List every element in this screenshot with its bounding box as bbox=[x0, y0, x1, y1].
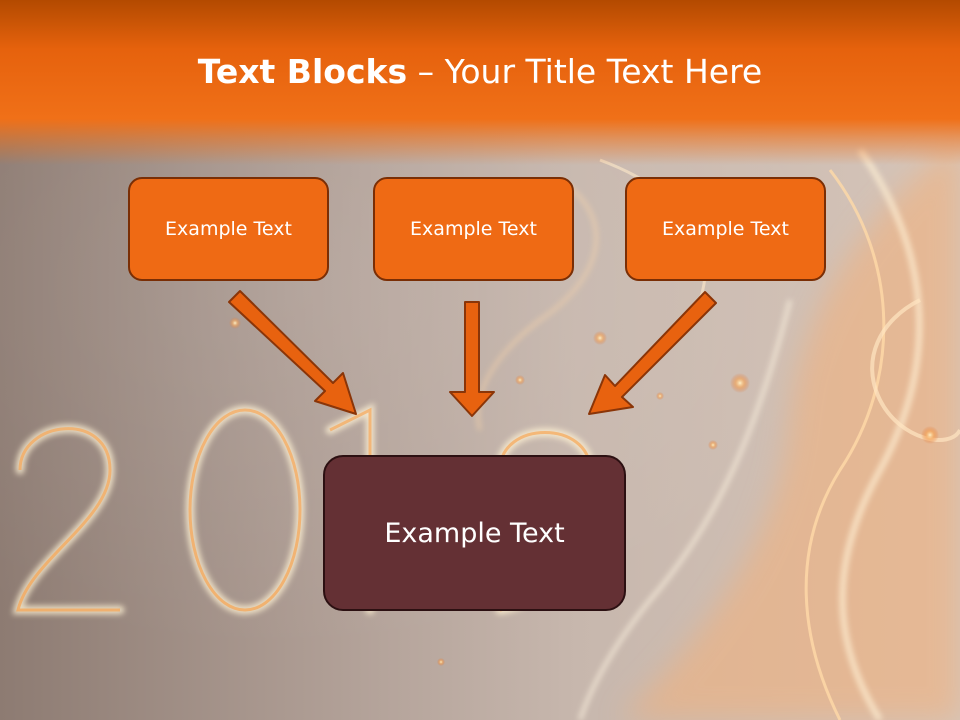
text-block-3[interactable]: Example Text bbox=[625, 177, 826, 281]
arrow-center bbox=[449, 301, 495, 417]
arrow-left bbox=[228, 290, 357, 415]
center-text-block-label: Example Text bbox=[384, 517, 565, 549]
title-bold-part: Text Blocks bbox=[197, 52, 408, 91]
text-block-1-label: Example Text bbox=[165, 218, 292, 240]
arrow-right bbox=[588, 291, 717, 415]
text-block-3-label: Example Text bbox=[662, 218, 789, 240]
text-block-2[interactable]: Example Text bbox=[373, 177, 574, 281]
slide-title: Text Blocks – Your Title Text Here bbox=[0, 52, 960, 91]
text-block-2-label: Example Text bbox=[410, 218, 537, 240]
center-text-block[interactable]: Example Text bbox=[323, 455, 626, 611]
title-separator: – bbox=[407, 52, 445, 91]
text-block-1[interactable]: Example Text bbox=[128, 177, 329, 281]
title-rest: Your Title Text Here bbox=[444, 52, 763, 91]
header-band bbox=[0, 0, 960, 165]
